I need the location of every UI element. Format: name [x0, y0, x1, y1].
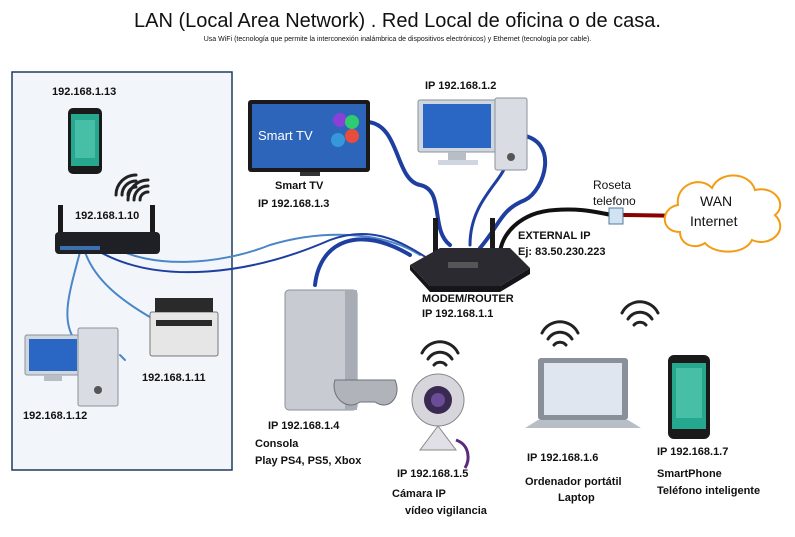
wifi-icon-smartphone — [620, 300, 660, 327]
camera-desc: vídeo vigilancia — [405, 505, 487, 517]
cable-tv-modem — [366, 120, 452, 247]
cable-desktop-printer — [119, 354, 126, 361]
laptop-desc: Laptop — [558, 492, 595, 504]
laptop-icon — [525, 358, 641, 428]
roseta-label-2: telefono — [593, 194, 636, 208]
cable-router-modem — [109, 233, 421, 263]
console-name: Consola — [255, 438, 299, 450]
phone-lan-icon — [68, 108, 102, 174]
roseta-label-1: Roseta — [593, 178, 632, 192]
wifi-icon-laptop — [540, 320, 580, 347]
smart-tv-name: Smart TV — [275, 180, 324, 192]
modem-name: MODEM/ROUTER — [422, 293, 514, 305]
printer-icon — [149, 298, 219, 357]
modem-router-icon — [410, 218, 530, 292]
console-icon — [284, 289, 398, 411]
desktop-pc-icon — [417, 97, 528, 171]
external-ip-label: EXTERNAL IP — [518, 230, 591, 242]
smartphone-ip: IP 192.168.1.7 — [657, 446, 729, 458]
cable-router-printer — [84, 251, 156, 321]
smartphone-icon — [668, 355, 710, 439]
console-models: Play PS4, PS5, Xbox — [255, 455, 362, 467]
wan-label-2: Internet — [690, 213, 738, 229]
wifi-icon-router-2 — [126, 178, 150, 202]
smart-tv-icon — [248, 100, 370, 176]
cable-router-desktop — [66, 251, 81, 341]
wifi-router-icon — [55, 205, 160, 254]
cable-router-modem-2 — [99, 232, 431, 274]
cable-console-modem — [313, 237, 412, 287]
smartphone-desc: Teléfono inteligente — [657, 485, 761, 497]
wifi-router-ip: 192.168.1.10 — [75, 210, 140, 222]
console-ip: IP 192.168.1.4 — [268, 420, 340, 432]
desktop-lan-icon — [24, 327, 119, 407]
laptop-ip: IP 192.168.1.6 — [527, 452, 599, 464]
external-ip-example: Ej: 83.50.230.223 — [518, 246, 606, 258]
camera-ip: IP 192.168.1.5 — [397, 468, 469, 480]
cable-modem-roseta — [498, 207, 614, 257]
modem-ip: IP 192.168.1.1 — [422, 308, 494, 320]
wifi-icon-camera — [420, 340, 460, 367]
desktop-pc-ip: IP 192.168.1.2 — [425, 80, 497, 92]
lan-box — [11, 71, 233, 471]
wan-label-1: WAN — [700, 193, 733, 209]
laptop-name: Ordenador portátil — [525, 476, 622, 488]
page-subtitle: Usa WiFi (tecnología que permite la inte… — [203, 36, 592, 43]
desktop-lan-ip: 192.168.1.12 — [23, 410, 88, 422]
phone-lan-ip: 192.168.1.13 — [52, 86, 117, 98]
printer-ip: 192.168.1.11 — [142, 372, 206, 384]
roseta-icon — [608, 207, 624, 225]
wan-cloud — [663, 174, 782, 253]
smart-tv-ip: IP 192.168.1.3 — [258, 198, 330, 210]
ip-camera-icon — [411, 373, 470, 469]
smart-tv-screen-text: Smart TV — [258, 128, 313, 143]
page-title: LAN (Local Area Network) . Red Local de … — [134, 10, 661, 32]
smartphone-name: SmartPhone — [657, 468, 722, 480]
camera-name: Cámara IP — [392, 488, 446, 500]
